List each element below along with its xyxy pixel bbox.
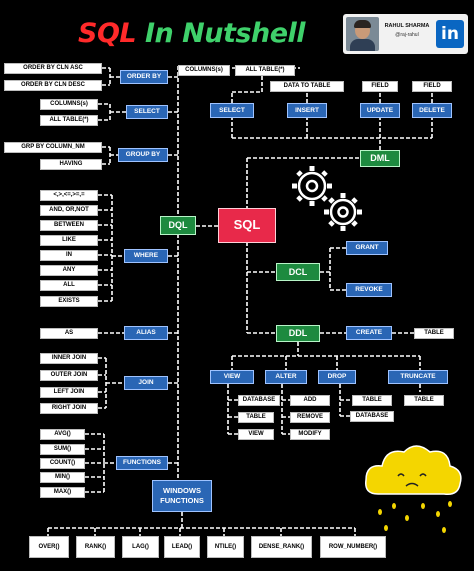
leaf-update-field: FIELD [362, 81, 398, 92]
leaf-modify: MODIFY [290, 429, 330, 440]
window-functions-node: WINDOWS FUNCTIONS [152, 480, 212, 512]
leaf-delete-field: FIELD [412, 81, 452, 92]
update-node: UPDATE [360, 103, 400, 118]
sql-node: SQL [218, 208, 276, 243]
leaf-as: AS [40, 328, 98, 339]
leaf-alter-database: DATABASE [238, 395, 280, 406]
leaf-order-by-desc: ORDER BY CLN DESC [4, 80, 102, 91]
leaf-max: MAX() [40, 487, 85, 498]
leaf-row-number: ROW_NUMBER() [320, 536, 386, 558]
leaf-all: ALL [40, 280, 98, 291]
revoke-node: REVOKE [346, 283, 392, 297]
leaf-inner-join: INNER JOIN [40, 353, 98, 364]
leaf-select-columns: COLUMNS(s) [40, 99, 98, 110]
leaf-having: HAVING [40, 159, 102, 170]
leaf-remove: REMOVE [290, 412, 330, 423]
leaf-drop-database: DATABASE [350, 411, 394, 422]
functions-node: FUNCTIONS [116, 456, 168, 470]
leaf-lead: LEAD() [164, 536, 200, 558]
gear-icon [329, 198, 357, 226]
linkedin-icon[interactable]: in [436, 20, 464, 48]
create-node: CREATE [346, 326, 392, 340]
leaf-rank: RANK() [76, 536, 115, 558]
leaf-left-join: LEFT JOIN [40, 387, 98, 398]
leaf-dml-select-all-table: ALL TABLE(*) [235, 65, 295, 76]
leaf-add: ADD [290, 395, 330, 406]
avatar [346, 17, 379, 51]
leaf-lag: LAG() [122, 536, 159, 558]
leaf-sum: SUM() [40, 444, 85, 455]
leaf-like: LIKE [40, 235, 98, 246]
leaf-count: COUNT() [40, 458, 85, 469]
leaf-min: MIN() [40, 472, 85, 483]
leaf-truncate-table: TABLE [404, 395, 444, 406]
group-by-node: GROUP BY [118, 148, 168, 162]
leaf-avg: AVG() [40, 429, 85, 440]
leaf-create-table: TABLE [414, 328, 454, 339]
leaf-and-or-not: AND, OR,NOT [40, 205, 98, 216]
drop-node: DROP [318, 370, 356, 384]
alter-node: ALTER [265, 370, 307, 384]
insert-node: INSERT [287, 103, 327, 118]
leaf-alter-view: VIEW [238, 429, 274, 440]
page-title: SQL In Nutshell [78, 18, 306, 49]
truncate-node: TRUNCATE [388, 370, 448, 384]
leaf-in: IN [40, 250, 98, 261]
window-functions-label-1: WINDOWS [163, 486, 201, 495]
leaf-any: ANY [40, 265, 98, 276]
window-functions-label-2: FUNCTIONS [160, 496, 204, 505]
leaf-select-all-table: ALL TABLE(*) [40, 115, 98, 126]
dml-select-node: SELECT [210, 103, 254, 118]
dcl-node: DCL [276, 263, 320, 281]
leaf-outer-join: OUTER JOIN [40, 370, 98, 381]
rain-cloud-icon [365, 445, 462, 533]
gear-icon [297, 171, 327, 201]
author-handle: @raj-rahul [395, 32, 419, 38]
leaf-ntile: NTILE() [207, 536, 244, 558]
title-sql: SQL [78, 18, 137, 49]
alias-node: ALIAS [124, 326, 168, 340]
leaf-exists: EXISTS [40, 296, 98, 307]
leaf-alter-table: TABLE [238, 412, 274, 423]
leaf-comparison-operators: <,>,<=,>=,= [40, 190, 98, 201]
view-node: VIEW [210, 370, 254, 384]
leaf-between: BETWEEN [40, 220, 98, 231]
leaf-order-by-asc: ORDER BY CLN ASC [4, 63, 102, 74]
where-node: WHERE [124, 249, 168, 263]
select-node: SELECT [126, 105, 168, 119]
leaf-group-by-column: GRP BY COLUMN_NM [4, 142, 102, 153]
leaf-insert-data-to-table: DATA TO TABLE [270, 81, 344, 92]
leaf-over: OVER() [29, 536, 69, 558]
order-by-node: ORDER BY [120, 70, 168, 84]
ddl-node: DDL [276, 325, 320, 342]
grant-node: GRANT [346, 241, 388, 255]
dql-node: DQL [160, 216, 196, 235]
title-rest: In Nutshell [145, 18, 306, 49]
leaf-dense-rank: DENSE_RANK() [251, 536, 312, 558]
delete-node: DELETE [412, 103, 452, 118]
author-name: RAHUL SHARMA [384, 23, 430, 29]
leaf-drop-table: TABLE [352, 395, 392, 406]
join-node: JOIN [124, 376, 168, 390]
leaf-dml-select-columns: COLUMNS(s) [178, 65, 230, 76]
author-card[interactable]: RAHUL SHARMA @raj-rahul in [343, 14, 468, 54]
dml-node: DML [360, 150, 400, 167]
leaf-right-join: RIGHT JOIN [40, 403, 98, 414]
